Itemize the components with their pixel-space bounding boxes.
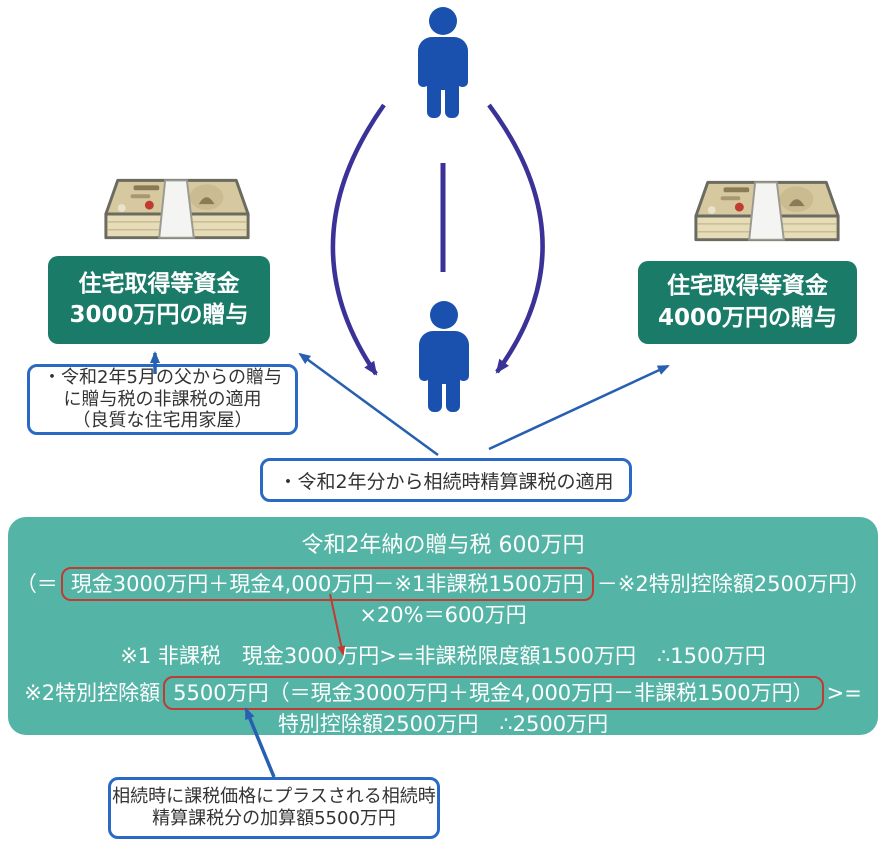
money-stack-icon: [104, 178, 250, 240]
tax-summary-box: 令和2年納の贈与税 600万円 （＝現金3000万円＋現金4,000万円－※1非…: [8, 517, 878, 737]
callout-settlement-taxation-text: ・令和2年分から相続時精算課税の適用: [278, 470, 614, 493]
callout-nontaxable-gift: ・令和2年5月の父からの贈与 に贈与税の非課税の適用 （良質な住宅用家屋）: [27, 364, 298, 435]
callout-inheritance-addition-text: 相続時に課税価格にプラスされる相続時精算課税分の加算額5500万円: [112, 785, 436, 830]
annotation-arrow-right: [488, 364, 670, 451]
callout-nontaxable-gift-text: ・令和2年5月の父からの贈与 に贈与税の非課税の適用 （良質な住宅用家屋）: [43, 366, 282, 432]
tax-title: 令和2年納の贈与税 600万円: [301, 533, 585, 558]
note2-highlight-box: 5500万円（＝現金3000万円＋現金4,000万円－非課税1500万円）: [163, 676, 824, 711]
note2-prefix: ※2特別控除額: [24, 681, 161, 706]
tax-formula-line: （＝現金3000万円＋現金4,000万円－※1非課税1500万円－※2特別控除額…: [8, 567, 878, 602]
gift-box-left: 住宅取得等資金 3000万円の贈与: [48, 256, 270, 344]
tax-note2-result: 特別控除額2500万円 ∴2500万円: [277, 712, 609, 737]
note2-suffix: >=: [826, 681, 862, 706]
formula-prefix: （＝: [15, 572, 58, 596]
callout-settlement-taxation: ・令和2年分から相続時精算課税の適用: [260, 458, 632, 502]
gift-box-right-label: 住宅取得等資金 4000万円の贈与: [657, 273, 837, 331]
tax-formula-result: ×20%＝600万円: [359, 603, 527, 628]
person-icon: [419, 301, 469, 412]
callout-inheritance-addition: 相続時に課税価格にプラスされる相続時精算課税分の加算額5500万円: [108, 777, 440, 839]
formula-suffix: －※2特別控除額2500万円）: [596, 572, 871, 596]
person-icon: [418, 7, 468, 118]
gift-arrow-left: [330, 103, 386, 376]
money-stack-icon: [694, 180, 840, 242]
formula-highlight-box: 現金3000万円＋現金4,000万円－※1非課税1500万円: [60, 567, 594, 602]
gift-box-left-label: 住宅取得等資金 3000万円の贈与: [69, 270, 249, 328]
tax-note1: ※1 非課税 現金3000万円>=非課税限度額1500万円 ∴1500万円: [120, 643, 766, 668]
gift-box-right: 住宅取得等資金 4000万円の贈与: [638, 261, 857, 344]
gift-arrow-right: [487, 103, 545, 374]
